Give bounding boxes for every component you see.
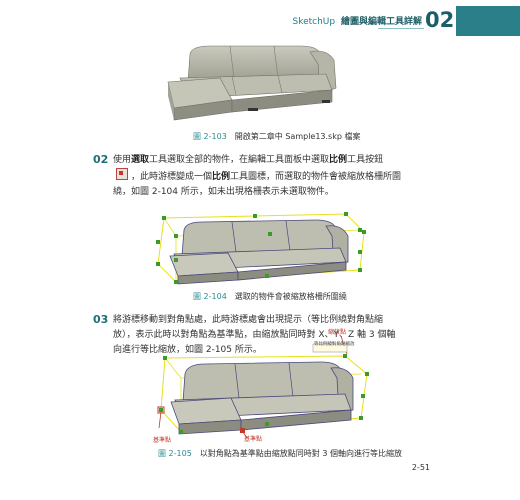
label-base-point-2: 基準點 <box>244 436 263 443</box>
running-header: SketchUp 繪圖與編輯工具詳解 <box>292 14 422 27</box>
figure-number: 圖 2-103 <box>193 132 227 141</box>
figure-2-105-caption: 圖 2-105 以對角點為基準點由縮放點同時對 3 個軸向進行等比縮放 <box>158 448 402 459</box>
figure-caption-text: 選取的物件會被縮放格柵所圍繞 <box>234 292 347 301</box>
label-scale-point: 縮放點 <box>328 329 347 336</box>
step-keyword-scale: 比例 <box>329 155 348 165</box>
scale-tool-icon <box>116 168 128 180</box>
step-02: 02 使用選取工具選取全部的物件，在編輯工具面板中選取比例工具按鈕 ，此時游標變… <box>93 153 403 200</box>
step-text-a: 使用 <box>113 155 132 165</box>
figure-number: 圖 2-105 <box>158 449 192 458</box>
label-base-point-1: 基準點 <box>153 437 172 444</box>
step-number: 02 <box>93 153 109 166</box>
step-03: 03 將游標移動到對角點處，此時游標處會出現提示（等比例繞對角點縮放），表示此時… <box>93 313 403 358</box>
chapter-tab <box>456 6 520 36</box>
step-number: 03 <box>93 313 109 326</box>
figure-2-104-image <box>156 212 366 285</box>
chapter-number: 02 <box>425 8 455 32</box>
step-text-d: ，此時游標變成一個 <box>131 172 213 182</box>
figure-caption-text: 開啟第二章中 Sample13.skp 檔案 <box>234 132 361 141</box>
header-rule <box>378 28 424 29</box>
tooltip-uniform-scale: 等比例繞對角點縮放 <box>314 342 355 347</box>
figure-2-103-caption: 圖 2-103 開啟第二章中 Sample13.skp 檔案 <box>193 131 360 142</box>
step-text: 將游標移動到對角點處，此時游標處會出現提示（等比例繞對角點縮放），表示此時以對角… <box>113 315 396 355</box>
figure-2-104-caption: 圖 2-104 選取的物件會被縮放格柵所圍繞 <box>193 291 347 302</box>
step-keyword-scale-2: 比例 <box>212 172 231 182</box>
header-app: SketchUp <box>292 17 336 27</box>
step-text-b: 工具選取全部的物件，在編輯工具面板中選取 <box>149 155 330 165</box>
page-number: 2-51 <box>411 463 430 472</box>
figure-2-105-image <box>157 335 369 439</box>
figure-number: 圖 2-104 <box>193 292 227 301</box>
figure-2-103-image <box>167 45 337 121</box>
header-title: 繪圖與編輯工具詳解 <box>340 17 422 27</box>
step-text-e: 工具圖標，而選取的物件會被縮放格柵所圍繞，如圖 2-104 所示，如未出現格柵表… <box>113 172 402 197</box>
figure-caption-text: 以對角點為基準點由縮放點同時對 3 個軸向進行等比縮放 <box>199 449 402 458</box>
step-text-c: 工具按鈕 <box>347 155 384 165</box>
step-keyword-select: 選取 <box>131 155 150 165</box>
